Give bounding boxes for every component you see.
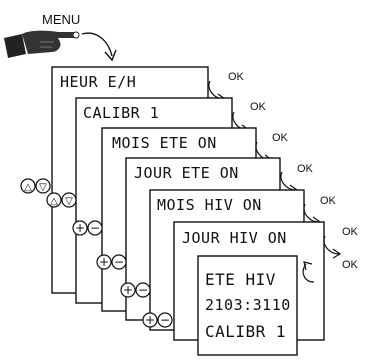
down-triangle-icon: ▽ [65,196,73,207]
minus-icon: − [138,283,148,297]
menu-label: MENU [42,12,80,27]
ok-label: OK [250,101,267,113]
menu-to-screen-arrow-icon [82,33,116,60]
plus-icon: + [123,283,133,297]
screen-text: HEUR E/H [60,73,136,91]
minus-icon: − [90,221,100,235]
final-screen-line-3: CALIBR 1 [205,322,286,341]
up-triangle-icon: △ [50,196,58,207]
minus-icon: − [114,255,124,269]
screen-text: JOUR HIV ON [182,229,287,247]
final-screen-line-2: 2103:3110 [205,296,291,314]
final-ok-label: OK [342,259,359,271]
plus-icon: + [145,313,155,327]
screen-text: MOIS HIV ON [157,196,262,214]
screen-text: MOIS ETE ON [112,134,217,152]
minus-icon: − [160,313,170,327]
ok-label: OK [228,71,245,83]
pointing-hand-icon [4,31,79,58]
screen-text: JOUR ETE ON [134,164,239,182]
up-triangle-icon: △ [24,182,32,193]
screen-text: CALIBR 1 [83,104,159,122]
ok-label: OK [342,226,359,238]
final-screen: ETE HIV 2103:3110 CALIBR 1 [198,256,297,355]
down-triangle-icon: ▽ [39,182,47,193]
ok-label: OK [320,195,337,207]
plus-icon: + [75,221,85,235]
ok-label: OK [297,163,314,175]
plus-icon: + [99,255,109,269]
ok-label: OK [272,132,289,144]
final-screen-line-1: ETE HIV [205,270,276,289]
